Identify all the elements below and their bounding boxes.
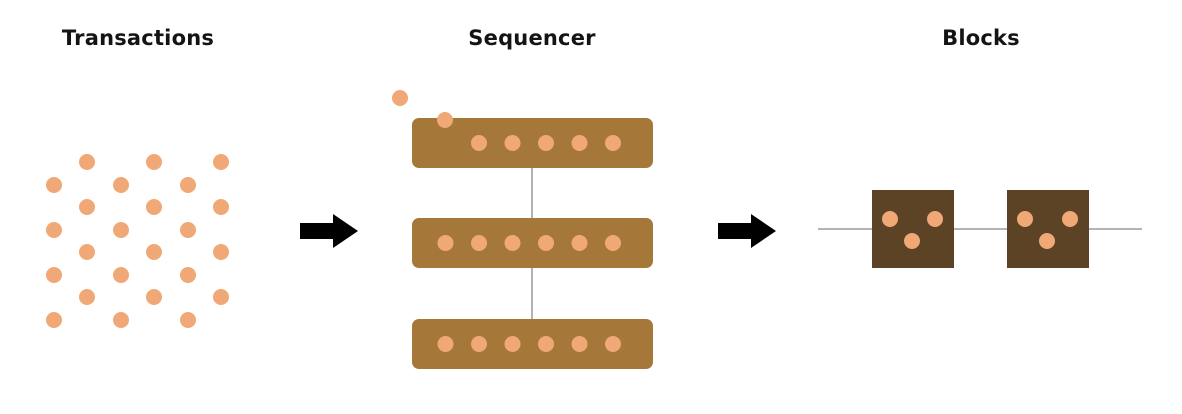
block-transaction-dot	[1062, 211, 1078, 227]
sequencer-transaction-dot	[538, 235, 554, 251]
sequencer-transaction-dot	[605, 235, 621, 251]
transaction-dot	[180, 312, 196, 328]
sequencer-transaction-dot	[538, 135, 554, 151]
transaction-dot	[213, 154, 229, 170]
flow-arrow-to-blocks	[718, 214, 776, 248]
transaction-dot	[79, 154, 95, 170]
sequencer-title: Sequencer	[468, 26, 596, 50]
transaction-dot	[46, 267, 62, 283]
sequencer-transaction-dot	[538, 336, 554, 352]
transaction-dot	[113, 312, 129, 328]
transaction-dot	[146, 199, 162, 215]
transaction-dot	[180, 267, 196, 283]
sequencer-transaction-dot	[605, 336, 621, 352]
transaction-dot	[180, 222, 196, 238]
transactions-title: Transactions	[61, 26, 215, 50]
block-transaction-dot	[882, 211, 898, 227]
block-transaction-dot	[1039, 233, 1055, 249]
sequencer-bar	[412, 218, 653, 268]
sequencer-transaction-dot	[605, 135, 621, 151]
block	[1007, 190, 1089, 268]
transaction-dot	[146, 289, 162, 305]
block-transaction-dot	[1017, 211, 1033, 227]
sequencer-transaction-dot	[504, 336, 521, 352]
sequencer-transaction-dot	[471, 135, 487, 151]
sequencer-transaction-dot	[437, 235, 454, 251]
transaction-dot	[46, 177, 62, 193]
transaction-dot	[79, 289, 95, 305]
transaction-dot	[146, 244, 162, 260]
transaction-dot	[46, 222, 62, 238]
transaction-dot	[213, 289, 229, 305]
transaction-dot	[180, 177, 196, 193]
blocks-title: Blocks	[942, 26, 1020, 50]
transaction-dot	[113, 267, 129, 283]
sequencer-bar	[412, 319, 653, 369]
transaction-dot	[213, 199, 229, 215]
sequencer-bar	[412, 118, 653, 168]
sequencer-transaction-dot	[437, 336, 454, 352]
transaction-dot	[113, 177, 129, 193]
incoming-transaction-dot	[392, 90, 408, 106]
sequencer-transaction-dot	[571, 135, 588, 151]
flow-arrow-to-sequencer	[300, 214, 358, 248]
block-transaction-dot	[904, 233, 920, 249]
transaction-dot	[79, 244, 95, 260]
sequencer-transaction-dot	[504, 135, 521, 151]
transaction-dot	[146, 154, 162, 170]
block-transaction-dot	[927, 211, 943, 227]
transaction-dot	[46, 312, 62, 328]
sequencer-transaction-dot	[471, 235, 487, 251]
incoming-transaction-dot	[437, 112, 453, 128]
sequencer-transaction-dot	[571, 336, 588, 352]
transaction-dot	[213, 244, 229, 260]
transaction-dot	[113, 222, 129, 238]
transaction-dot	[79, 199, 95, 215]
block	[872, 190, 954, 268]
sequencer-transaction-dot	[571, 235, 588, 251]
sequencer-transaction-dot	[471, 336, 487, 352]
sequencer-transaction-dot	[504, 235, 521, 251]
